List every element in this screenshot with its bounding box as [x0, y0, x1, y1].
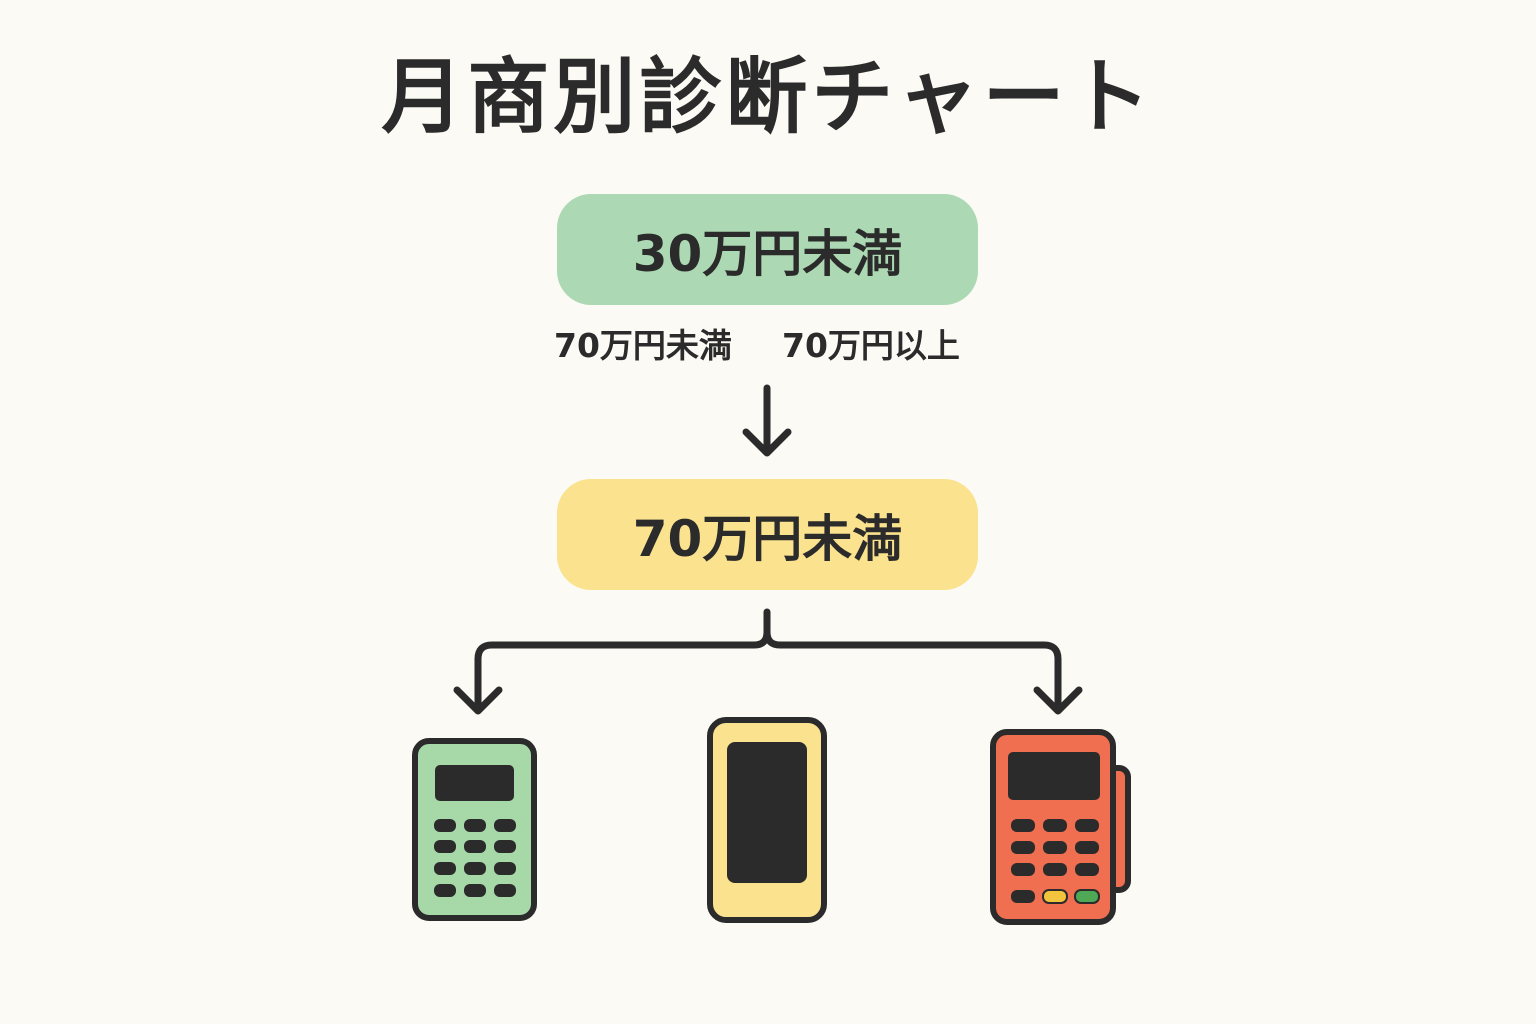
smartphone-icon [707, 717, 827, 923]
branch-connector [453, 608, 1083, 715]
card-reader-keypad-icon [412, 738, 537, 921]
node-under-300k: 30万円未満 [557, 194, 978, 305]
branch-label-over-700k: 70万円以上 [782, 326, 960, 365]
node-under-700k-label: 70万円未満 [632, 509, 903, 568]
node-under-300k-label: 30万円未満 [632, 224, 903, 283]
chart-title: 月商別診断チャート [381, 50, 1155, 145]
payment-terminal-icon [990, 729, 1131, 925]
down-arrow [742, 384, 792, 457]
branch-label-under-700k: 70万円未満 [554, 326, 732, 365]
node-under-700k: 70万円未満 [557, 479, 978, 590]
